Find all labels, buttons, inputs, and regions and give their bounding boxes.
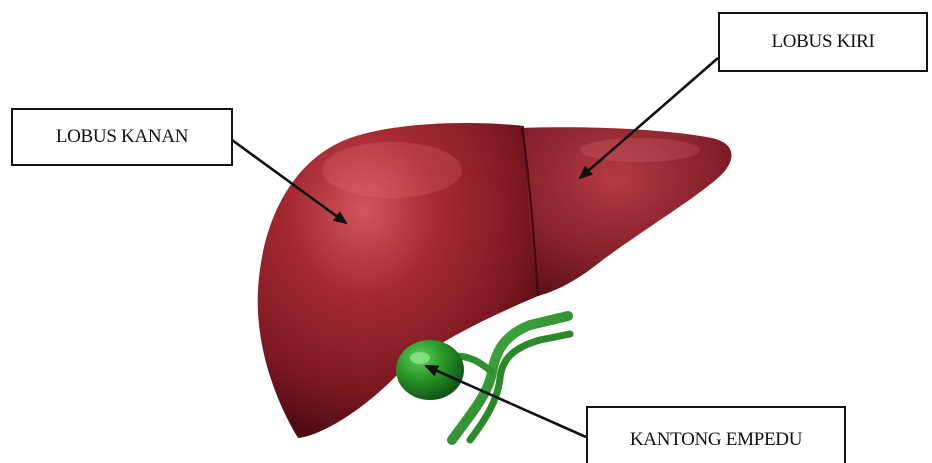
arrow-gallbladder — [426, 366, 586, 437]
label-gallbladder: KANTONG EMPEDU — [586, 406, 846, 463]
label-left-lobe: LOBUS KIRI — [718, 12, 928, 72]
gallbladder-shape — [396, 340, 464, 400]
label-right-lobe: LOBUS KANAN — [11, 108, 233, 166]
